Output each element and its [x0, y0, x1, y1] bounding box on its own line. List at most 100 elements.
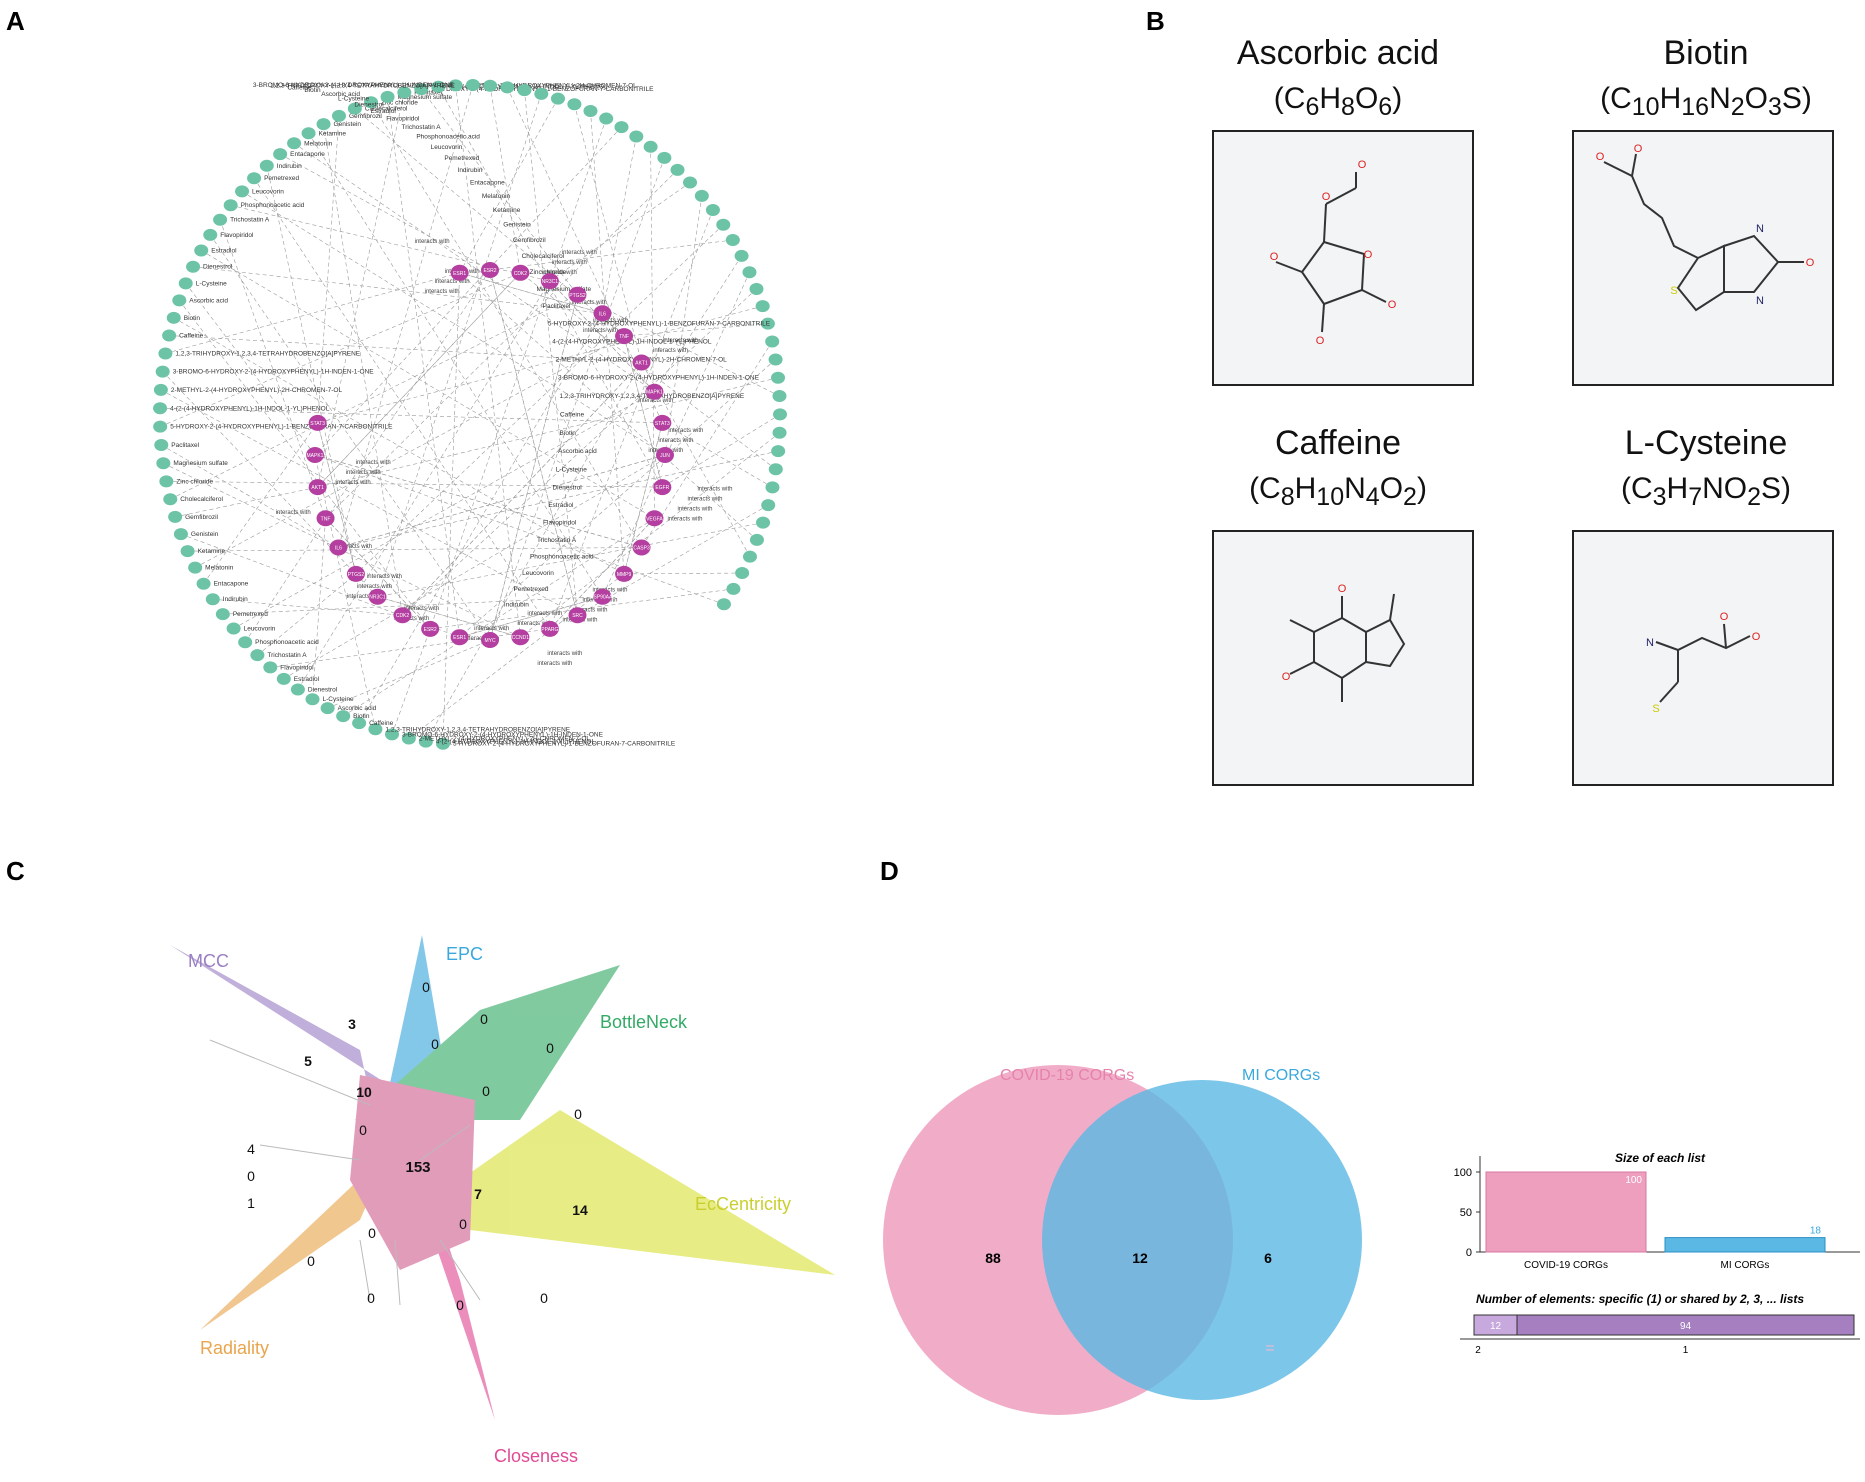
drug-node[interactable]	[742, 266, 757, 279]
drug-node[interactable]	[259, 159, 274, 172]
drug-node[interactable]	[287, 137, 302, 150]
drug-node[interactable]	[397, 86, 412, 99]
gene-node[interactable]	[329, 539, 348, 556]
drug-node[interactable]	[331, 109, 346, 122]
gene-node[interactable]	[656, 447, 674, 463]
drug-node[interactable]	[156, 457, 171, 470]
drug-node[interactable]	[213, 213, 228, 226]
drug-node[interactable]	[629, 130, 644, 143]
gene-node[interactable]	[615, 328, 634, 345]
drug-node[interactable]	[320, 702, 335, 715]
gene-node[interactable]	[645, 383, 664, 400]
drug-node[interactable]	[153, 383, 168, 396]
drug-node[interactable]	[203, 228, 218, 241]
drug-node[interactable]	[273, 148, 288, 161]
drug-node[interactable]	[180, 545, 195, 558]
drug-node[interactable]	[380, 90, 395, 103]
drug-node[interactable]	[352, 717, 367, 730]
drug-node[interactable]	[725, 234, 740, 247]
drug-node[interactable]	[153, 402, 168, 415]
drug-node[interactable]	[336, 710, 351, 723]
drug-node[interactable]	[483, 79, 498, 92]
drug-node[interactable]	[772, 390, 787, 403]
drug-node[interactable]	[290, 683, 305, 696]
gene-node[interactable]	[511, 629, 530, 646]
gene-node[interactable]	[308, 479, 327, 496]
gene-node[interactable]	[316, 510, 335, 527]
drug-node[interactable]	[735, 567, 750, 580]
drug-node[interactable]	[448, 79, 463, 92]
drug-node[interactable]	[163, 493, 178, 506]
drug-node[interactable]	[238, 636, 253, 649]
gene-node[interactable]	[632, 354, 651, 371]
drug-node[interactable]	[755, 300, 770, 313]
drug-node[interactable]	[250, 649, 265, 662]
gene-node[interactable]	[593, 588, 612, 605]
drug-node[interactable]	[657, 151, 672, 164]
drug-node[interactable]	[305, 693, 320, 706]
gene-node[interactable]	[568, 607, 587, 624]
gene-node[interactable]	[450, 264, 469, 281]
gene-node[interactable]	[593, 305, 612, 322]
drug-node[interactable]	[159, 475, 174, 488]
drug-node[interactable]	[465, 79, 480, 92]
drug-node[interactable]	[534, 87, 549, 100]
drug-node[interactable]	[364, 96, 379, 109]
drug-node[interactable]	[749, 282, 764, 295]
drug-node[interactable]	[173, 528, 188, 541]
drug-node[interactable]	[726, 582, 741, 595]
drug-node[interactable]	[761, 499, 776, 512]
drug-node[interactable]	[614, 121, 629, 134]
drug-node[interactable]	[158, 347, 173, 360]
drug-node[interactable]	[162, 329, 177, 342]
gene-node[interactable]	[653, 414, 672, 431]
drug-node[interactable]	[384, 728, 399, 741]
drug-node[interactable]	[705, 204, 720, 217]
drug-node[interactable]	[768, 463, 783, 476]
drug-node[interactable]	[567, 98, 582, 111]
drug-node[interactable]	[153, 420, 168, 433]
drug-node[interactable]	[749, 533, 764, 546]
drug-node[interactable]	[765, 335, 780, 348]
gene-node[interactable]	[615, 565, 634, 582]
gene-node[interactable]	[645, 510, 664, 527]
drug-node[interactable]	[414, 83, 429, 96]
drug-node[interactable]	[276, 672, 291, 685]
drug-node[interactable]	[301, 127, 316, 140]
drug-node[interactable]	[235, 185, 250, 198]
drug-node[interactable]	[247, 172, 262, 185]
drug-node[interactable]	[599, 112, 614, 125]
drug-node[interactable]	[734, 249, 749, 262]
drug-node[interactable]	[643, 140, 658, 153]
drug-node[interactable]	[768, 353, 783, 366]
drug-node[interactable]	[683, 176, 698, 189]
drug-node[interactable]	[223, 199, 238, 212]
drug-node[interactable]	[178, 277, 193, 290]
drug-node[interactable]	[716, 218, 731, 231]
drug-node[interactable]	[263, 661, 278, 674]
drug-node[interactable]	[316, 118, 331, 131]
drug-node[interactable]	[550, 92, 565, 105]
drug-node[interactable]	[771, 371, 786, 384]
drug-node[interactable]	[716, 598, 731, 611]
drug-node[interactable]	[772, 426, 787, 439]
drug-node[interactable]	[742, 550, 757, 563]
drug-node[interactable]	[186, 260, 201, 273]
gene-node[interactable]	[540, 273, 559, 290]
gene-node[interactable]	[421, 620, 440, 637]
gene-node[interactable]	[568, 286, 587, 303]
drug-node[interactable]	[168, 510, 183, 523]
drug-node[interactable]	[418, 735, 433, 748]
gene-node[interactable]	[632, 539, 651, 556]
drug-node[interactable]	[772, 408, 787, 421]
drug-node[interactable]	[196, 577, 211, 590]
gene-node[interactable]	[450, 629, 469, 646]
drug-node[interactable]	[517, 84, 532, 97]
drug-node[interactable]	[166, 311, 181, 324]
gene-node[interactable]	[346, 565, 365, 582]
drug-node[interactable]	[205, 593, 220, 606]
drug-node[interactable]	[226, 622, 241, 635]
drug-node[interactable]	[154, 438, 169, 451]
drug-node[interactable]	[583, 104, 598, 117]
drug-node[interactable]	[694, 189, 709, 202]
